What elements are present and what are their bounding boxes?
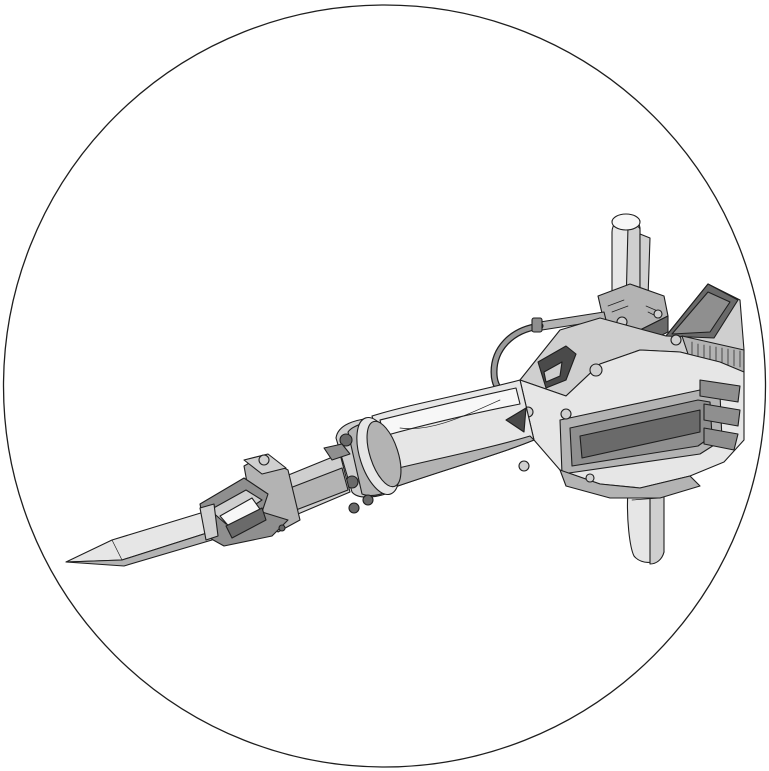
demolition-hammer bbox=[65, 213, 745, 567]
barrel bbox=[371, 379, 535, 489]
chisel-bit bbox=[65, 503, 219, 567]
flange bbox=[335, 417, 402, 514]
motor-housing bbox=[518, 283, 745, 499]
circle-frame bbox=[2, 4, 767, 768]
front-cylinder bbox=[285, 443, 351, 515]
tool-retainer bbox=[199, 453, 301, 547]
